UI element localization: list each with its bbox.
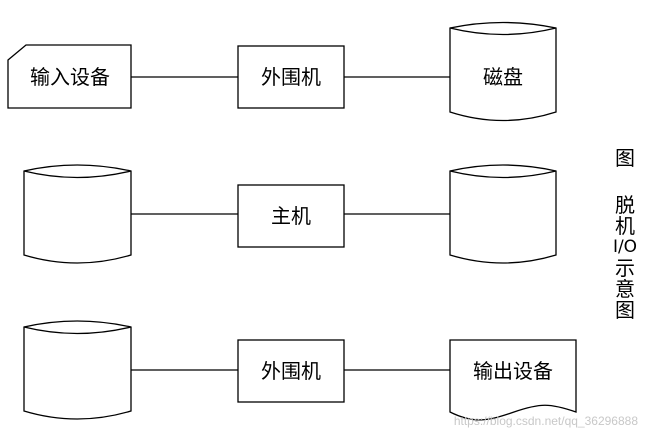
caption-char: 意 [615, 277, 635, 301]
caption-part1: 图 [615, 146, 635, 170]
caption-char: 脱 [615, 193, 635, 217]
peripheral-top-label: 外围机 [261, 65, 321, 89]
caption-char: 图 [615, 298, 635, 322]
caption-char: 示 [615, 256, 635, 280]
host-label: 主机 [271, 204, 311, 228]
host-node: 主机 [237, 184, 345, 248]
input-device-label: 输入设备 [30, 65, 110, 89]
watermark-url: https://blog.csdn.net/qq_36296888 [453, 414, 638, 428]
disk-top-label: 磁盘 [483, 65, 523, 89]
peripheral-node-top: 外围机 [237, 45, 345, 109]
disk-node-bottom-left [23, 320, 132, 420]
output-device-label: 输出设备 [473, 359, 553, 383]
caption-char: I/O [612, 237, 638, 257]
disk-node-top: 磁盘 [449, 21, 557, 122]
diagram-caption: 图 脱 机 I/O 示 意 图 [608, 148, 642, 321]
disk-node-mid-left [23, 164, 132, 264]
peripheral-node-bottom: 外围机 [237, 339, 345, 403]
input-device-node: 输入设备 [7, 44, 132, 109]
caption-char: 机 [615, 214, 635, 238]
peripheral-bottom-label: 外围机 [261, 359, 321, 383]
output-device-node: 输出设备 [449, 339, 577, 421]
disk-node-mid-right [449, 164, 557, 264]
